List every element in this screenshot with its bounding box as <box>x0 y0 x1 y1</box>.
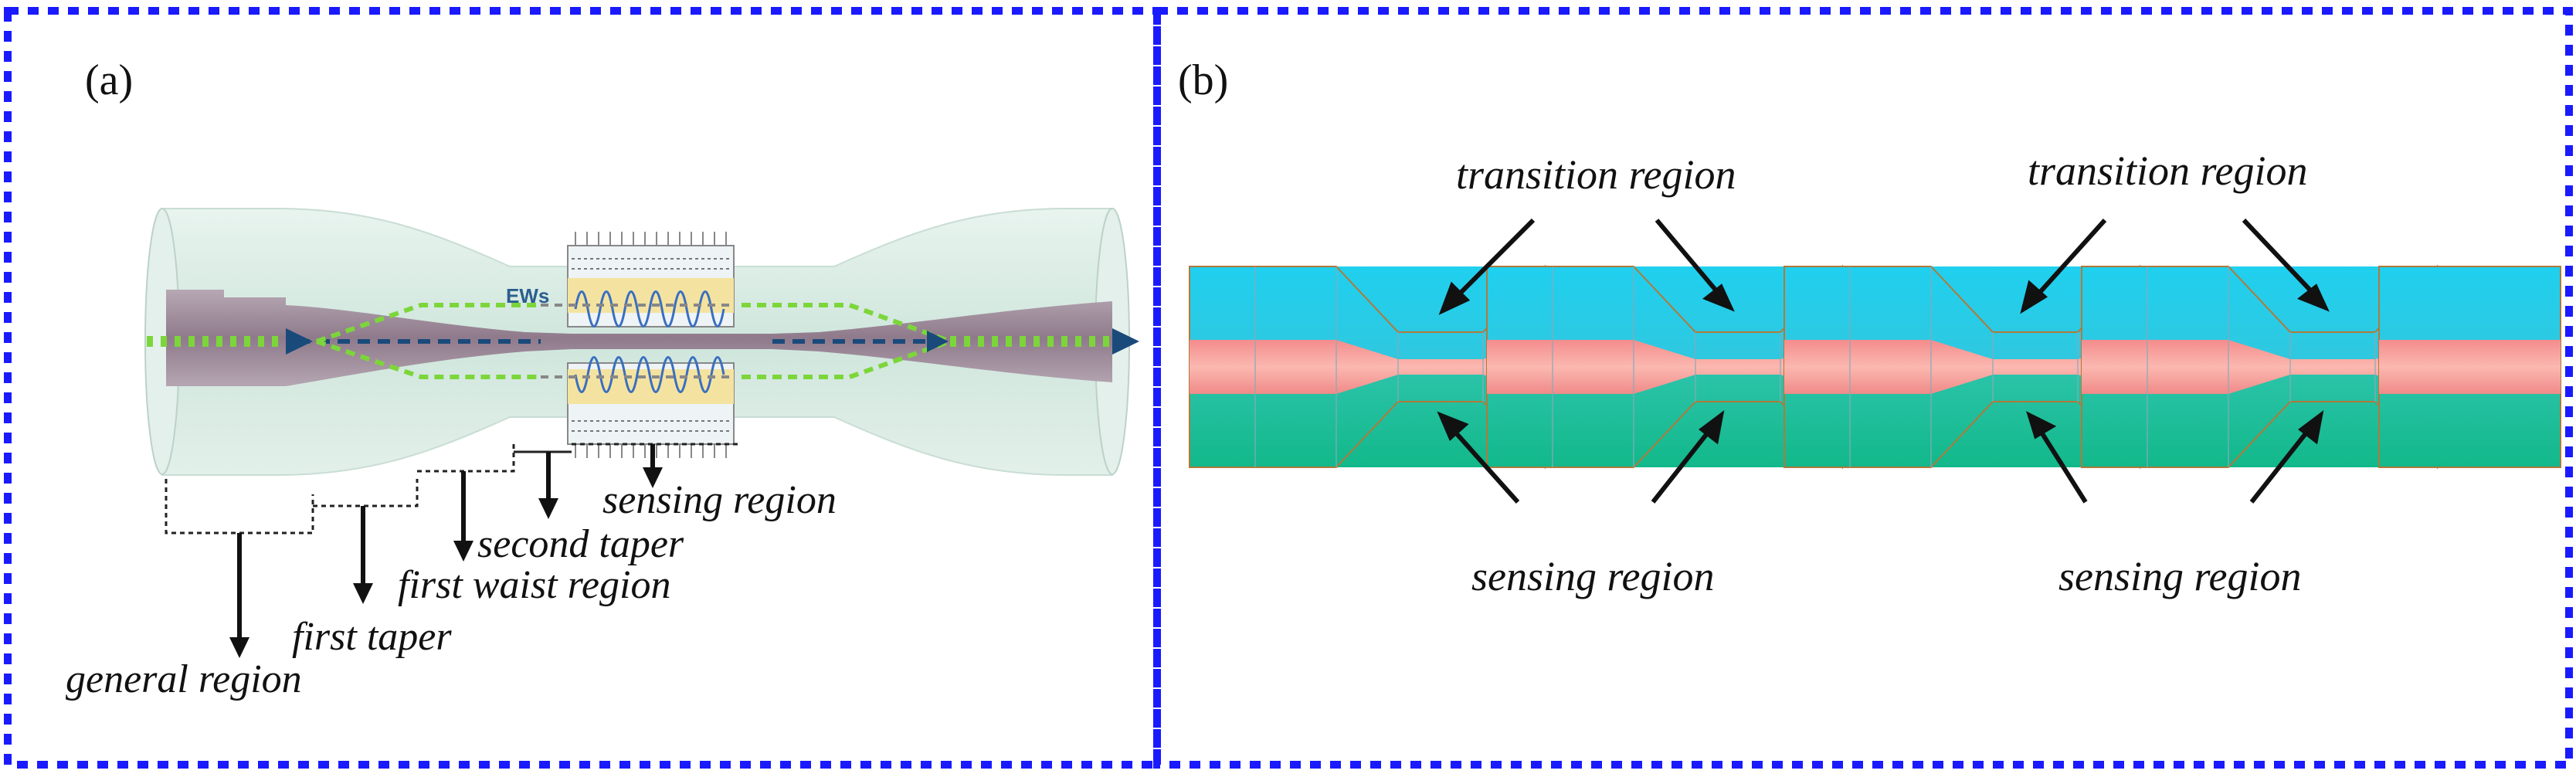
label-second-taper: second taper <box>477 522 684 566</box>
panel-a-label: (a) <box>85 56 134 104</box>
label-first-taper: first taper <box>292 615 452 659</box>
panel-a-frame <box>4 7 1161 769</box>
label-general-region: general region <box>66 657 302 701</box>
sensing-coil-bottom <box>567 356 735 445</box>
region-arrows <box>237 444 655 641</box>
light-path <box>147 303 1139 379</box>
coil-pins <box>575 232 727 458</box>
label-sensing-region-a: sensing region <box>602 478 837 522</box>
sensing-coil-top <box>567 245 735 328</box>
panel-b-label: (b) <box>1178 56 1229 104</box>
region-arrowheads <box>229 467 663 658</box>
annotation-arrows <box>1437 218 2330 504</box>
label-transition-region-right: transition region <box>2028 148 2308 194</box>
fiber-tail <box>2378 266 2561 468</box>
label-transition-region-left: transition region <box>1456 151 1736 198</box>
label-first-waist-region: first waist region <box>398 563 671 607</box>
fiber-core <box>166 290 1112 386</box>
label-sensing-region-right: sensing region <box>2058 553 2302 599</box>
panel-b-frame <box>1153 7 2573 769</box>
tapered-fiber-illustration: EWs <box>144 208 1139 658</box>
label-sensing-region-left: sensing region <box>1471 553 1715 599</box>
